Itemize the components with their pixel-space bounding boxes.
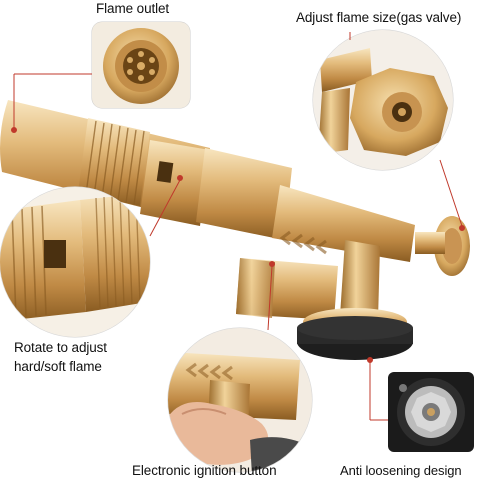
rotate-adjust-label-line1: Rotate to adjust [14, 340, 107, 355]
anti-loosening-inset [388, 372, 474, 452]
rotate-adjust-inset [0, 186, 151, 338]
gas-valve-inset [312, 29, 454, 171]
flame-outlet-inset [91, 21, 191, 109]
ignition-button-label: Electronic ignition button [132, 463, 277, 478]
anti-loosening-label: Anti loosening design [340, 463, 462, 478]
leader-lines [11, 32, 465, 421]
rotate-adjust-label-line2: hard/soft flame [14, 359, 102, 374]
ignition-button-inset [167, 327, 313, 473]
flame-outlet-label: Flame outlet [96, 1, 170, 16]
gas-valve-label: Adjust flame size(gas valve) [296, 10, 462, 25]
torch-body [0, 100, 470, 360]
